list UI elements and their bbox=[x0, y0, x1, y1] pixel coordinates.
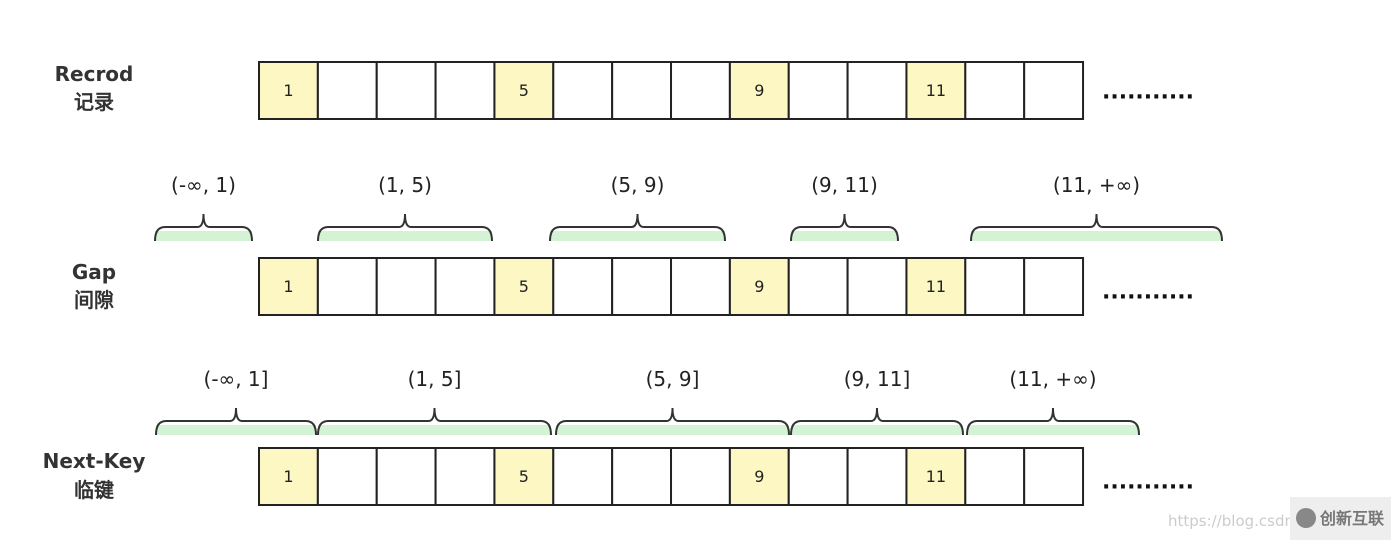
interval-fill bbox=[550, 231, 725, 241]
record-cell bbox=[787, 447, 849, 506]
record-cell-value: 5 bbox=[519, 277, 529, 296]
record-cell-value: 1 bbox=[283, 277, 293, 296]
record-cell bbox=[670, 61, 731, 120]
interval-label: (11, +∞) bbox=[1009, 367, 1096, 391]
curly-brace bbox=[317, 407, 552, 436]
record-cell bbox=[434, 61, 496, 120]
interval-label: (1, 5] bbox=[408, 367, 462, 391]
interval-fill bbox=[318, 231, 492, 241]
brand-logo-icon bbox=[1296, 508, 1316, 528]
record-cell bbox=[905, 257, 967, 316]
record-cell bbox=[964, 257, 1026, 316]
interval-label: (9, 11) bbox=[811, 173, 878, 197]
record-cell-value: 11 bbox=[926, 277, 946, 296]
record-cell bbox=[552, 447, 614, 506]
row-label-nextkey-en: Next-Key bbox=[43, 449, 146, 473]
watermark-brand: 创新互联 bbox=[1319, 509, 1384, 528]
interval-label: (-∞, 1) bbox=[171, 173, 236, 197]
record-cell bbox=[846, 257, 908, 316]
record-cell bbox=[611, 61, 673, 120]
curly-brace bbox=[549, 213, 726, 242]
record-cell-value: 5 bbox=[519, 81, 529, 100]
interval-fill bbox=[556, 425, 789, 435]
record-cell bbox=[316, 257, 378, 316]
row-label-gap-en: Gap bbox=[72, 260, 116, 284]
record-cell bbox=[258, 447, 319, 506]
interval-label: (-∞, 1] bbox=[204, 367, 269, 391]
interval-label: (5, 9) bbox=[611, 173, 665, 197]
record-cell bbox=[552, 61, 614, 120]
curly-brace bbox=[966, 407, 1140, 436]
record-cell bbox=[552, 257, 614, 316]
interval-fill bbox=[155, 231, 252, 241]
interval-label: (9, 11] bbox=[844, 367, 911, 391]
row-label-gap-zh: 间隙 bbox=[74, 288, 114, 312]
record-cell bbox=[493, 447, 555, 506]
interval-label: (1, 5) bbox=[378, 173, 432, 197]
row-label-record-en: Recrod bbox=[55, 62, 134, 86]
record-cell bbox=[434, 447, 496, 506]
record-cell bbox=[1023, 257, 1085, 316]
record-cell bbox=[787, 257, 849, 316]
ellipsis: ........... bbox=[1102, 80, 1194, 105]
record-cell bbox=[905, 447, 967, 506]
record-cell bbox=[1023, 447, 1085, 506]
curly-brace bbox=[155, 407, 317, 436]
curly-brace bbox=[790, 213, 899, 242]
record-cell bbox=[316, 61, 378, 120]
record-cell bbox=[846, 447, 908, 506]
curly-brace bbox=[970, 213, 1223, 242]
record-cell bbox=[728, 257, 790, 316]
record-cell bbox=[316, 447, 378, 506]
record-cell-value: 1 bbox=[283, 467, 293, 486]
record-cell bbox=[375, 61, 437, 120]
record-cell-value: 9 bbox=[754, 277, 764, 296]
watermark-url: https://blog.csdn. bbox=[1168, 512, 1299, 530]
record-cell-value: 11 bbox=[926, 81, 946, 100]
record-cell-value: 11 bbox=[926, 467, 946, 486]
record-cell-value: 9 bbox=[754, 81, 764, 100]
record-cell bbox=[1023, 61, 1085, 120]
record-cell bbox=[434, 257, 496, 316]
record-cell bbox=[611, 447, 673, 506]
ellipsis: ........... bbox=[1102, 470, 1194, 495]
ellipsis: ........... bbox=[1102, 280, 1194, 305]
record-cell bbox=[670, 257, 731, 316]
interval-fill bbox=[318, 425, 551, 435]
record-cell bbox=[258, 61, 319, 120]
curly-brace bbox=[790, 407, 964, 436]
record-cell bbox=[493, 61, 555, 120]
row-label-nextkey-zh: 临键 bbox=[74, 478, 114, 502]
record-cell bbox=[611, 257, 673, 316]
record-cell bbox=[375, 447, 437, 506]
record-cell bbox=[728, 61, 790, 120]
record-cell bbox=[964, 447, 1026, 506]
interval-fill bbox=[971, 231, 1222, 241]
interval-label: (11, +∞) bbox=[1053, 173, 1140, 197]
record-cell bbox=[787, 61, 849, 120]
interval-fill bbox=[791, 231, 898, 241]
record-cell bbox=[493, 257, 555, 316]
interval-label: (5, 9] bbox=[646, 367, 700, 391]
interval-fill bbox=[156, 425, 316, 435]
record-cell-value: 9 bbox=[754, 467, 764, 486]
interval-fill bbox=[791, 425, 963, 435]
curly-brace bbox=[555, 407, 790, 436]
curly-brace bbox=[154, 213, 253, 242]
curly-brace bbox=[317, 213, 493, 242]
record-cell bbox=[846, 61, 908, 120]
record-cell bbox=[258, 257, 319, 316]
record-cell bbox=[375, 257, 437, 316]
record-cell-value: 5 bbox=[519, 467, 529, 486]
record-cell bbox=[670, 447, 731, 506]
record-cell bbox=[964, 61, 1026, 120]
row-label-record-zh: 记录 bbox=[74, 90, 114, 114]
record-cell-value: 1 bbox=[283, 81, 293, 100]
interval-fill bbox=[967, 425, 1139, 435]
